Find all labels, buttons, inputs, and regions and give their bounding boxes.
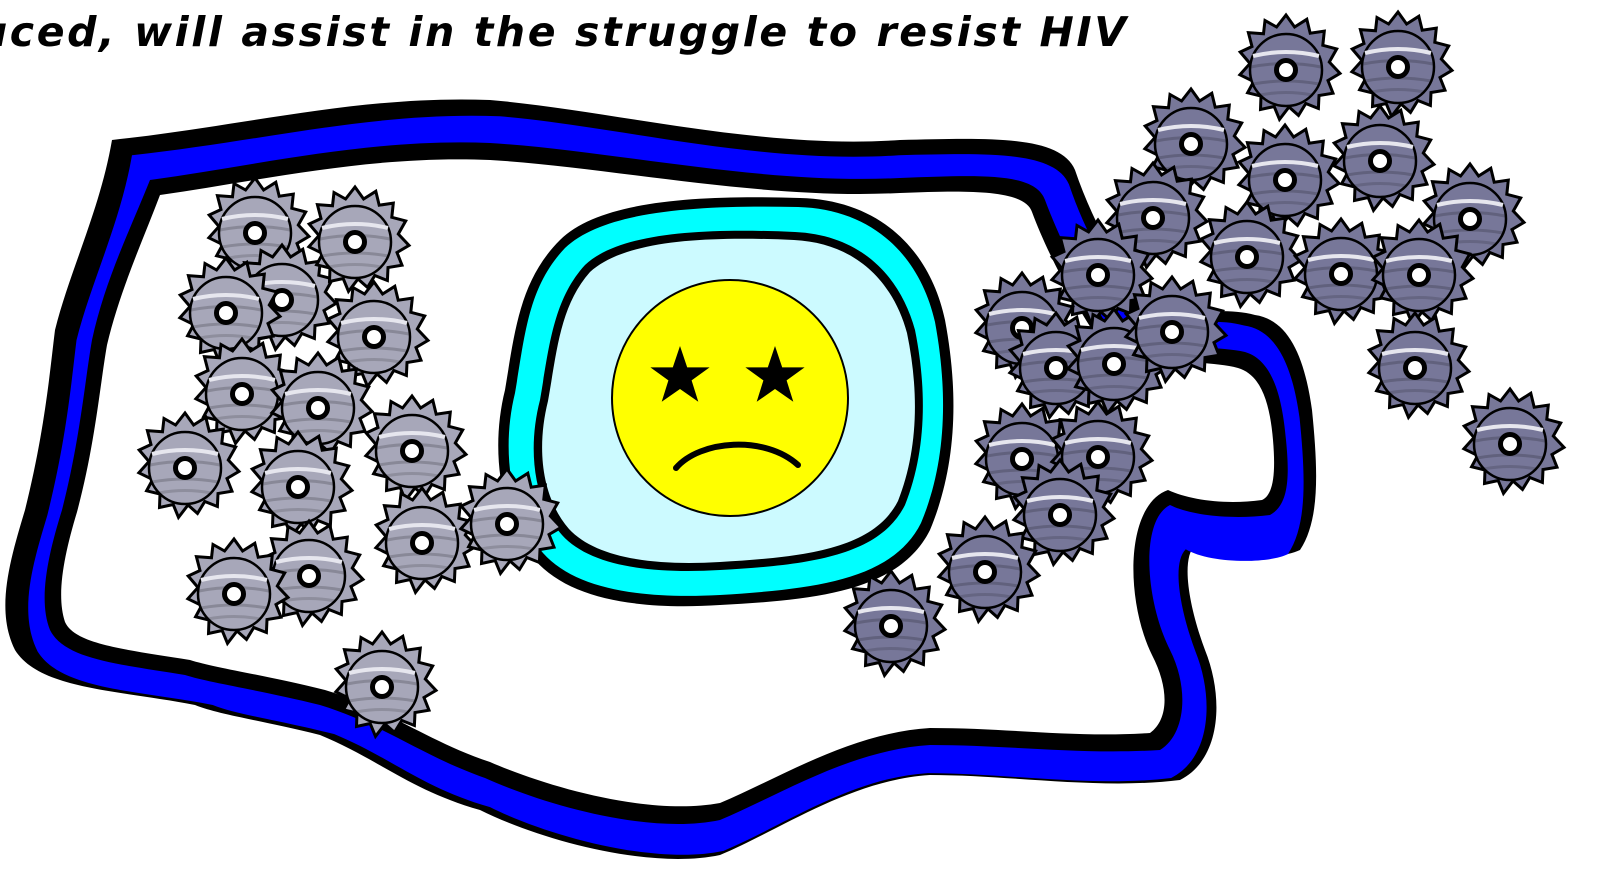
virus-particle-icon [1334,106,1434,210]
virus-particle-icon [1369,313,1469,417]
virus-particle-icon [1352,12,1452,116]
virus-particle-icon [1201,202,1301,306]
virus-particle-icon [1464,389,1564,493]
virus-particle-icon [1373,220,1473,324]
virus-particle-icon [1240,15,1340,119]
sad-face-with-star-eyes-icon [612,280,848,516]
